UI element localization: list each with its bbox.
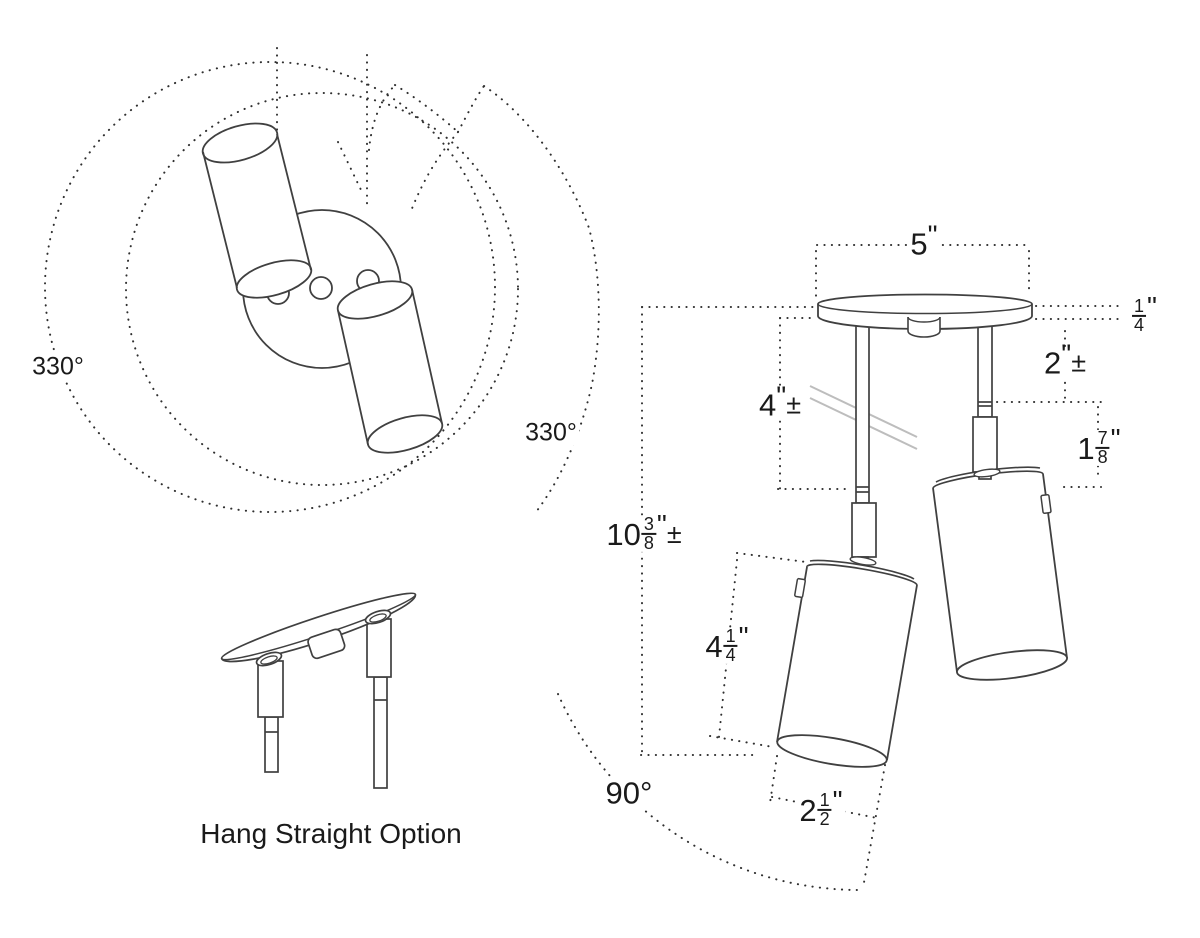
head-mount-disc xyxy=(849,556,877,566)
tilt-angle-label: 90° xyxy=(603,775,655,811)
head-switch-nub xyxy=(1040,493,1052,515)
dim-diameter-line xyxy=(771,796,878,819)
head-mount-disc xyxy=(973,468,1001,478)
rotation-angle-right-label: 330° xyxy=(523,418,579,447)
petal-2-left-upper xyxy=(457,85,485,133)
dimension-side-view xyxy=(557,244,1123,892)
hang-straight-collars xyxy=(255,609,392,667)
head-open-end xyxy=(776,734,888,768)
right-swivel xyxy=(366,618,392,678)
left-swivel-joint xyxy=(851,502,877,558)
short-construction-segment xyxy=(337,141,363,193)
left-stem xyxy=(264,716,279,773)
head-switch-nub xyxy=(794,577,806,599)
left-swivel xyxy=(257,660,284,718)
rotation-angle-left-label: 330° xyxy=(30,352,86,381)
hang-straight-stems xyxy=(257,618,392,789)
petal-1-right xyxy=(394,84,459,133)
hang-straight-caption: Hang Straight Option xyxy=(200,818,462,849)
mount-hole xyxy=(309,276,333,300)
petal-1-left xyxy=(368,84,396,151)
right-stem-assembly xyxy=(972,315,998,480)
dim-diameter-ext-right xyxy=(862,764,886,889)
left-stem-assembly xyxy=(851,315,877,565)
dim-upper-stem-label: 2"± xyxy=(1040,340,1090,379)
inner-rotation-circle xyxy=(125,92,519,486)
spot-head-upper-top-view xyxy=(201,122,313,299)
dim-lower-stem-label: 4"± xyxy=(755,382,805,421)
hang-straight-canopy xyxy=(220,592,417,663)
head-top-plate xyxy=(809,559,915,580)
dim-shade-top-ref xyxy=(736,552,807,563)
dim-canopy-width-label: 5" xyxy=(907,221,941,260)
canopy-knob xyxy=(307,628,346,660)
outer-rotation-circle xyxy=(44,61,496,513)
canopy-side-view xyxy=(817,293,1033,338)
head-open-end xyxy=(956,649,1068,681)
petal-2-right-sweep xyxy=(483,85,600,513)
dim-diameter-ext-left xyxy=(769,755,778,804)
head-top-cap xyxy=(806,563,918,586)
petal-2-left-lower xyxy=(410,131,459,212)
right-spot-head xyxy=(932,466,1068,681)
hang-straight-view xyxy=(220,592,417,789)
right-stem xyxy=(373,676,388,789)
left-spot-head xyxy=(776,556,918,768)
right-swivel-joint xyxy=(972,416,998,473)
spot-head-lower-top-view xyxy=(336,280,444,454)
rotation-top-view xyxy=(44,47,600,513)
